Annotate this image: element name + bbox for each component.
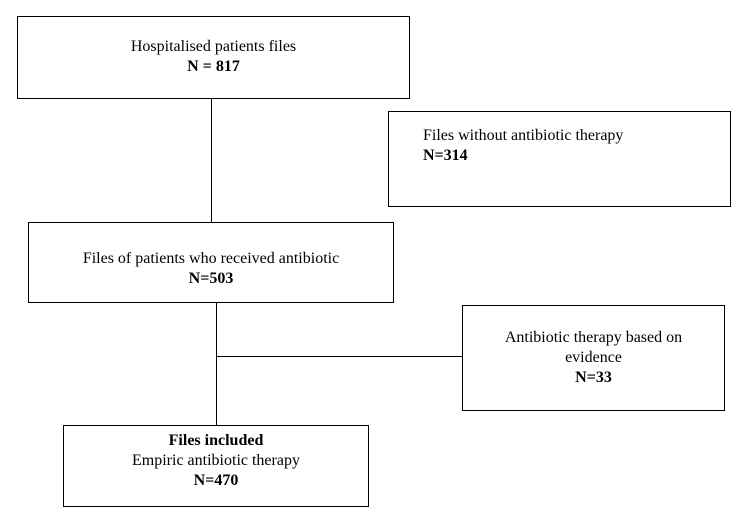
total-files-label: Hospitalised patients files (130, 38, 297, 55)
no-antibiotic-files-box: Files without antibiotic therapy N=314 (388, 111, 731, 207)
received-antibiotic-count: N=503 (188, 270, 234, 287)
included-files-heading: Files included (168, 432, 264, 449)
no-antibiotic-files-count: N=314 (423, 147, 468, 164)
total-files-count: N = 817 (187, 58, 240, 75)
evidence-based-label-line1: Antibiotic therapy based on (504, 329, 683, 346)
included-files-box: Files included Empiric antibiotic therap… (63, 425, 369, 507)
no-antibiotic-files-label: Files without antibiotic therapy (423, 127, 624, 144)
received-antibiotic-box: Files of patients who received antibioti… (28, 222, 394, 303)
evidence-based-therapy-box: Antibiotic therapy based on evidence N=3… (462, 305, 725, 411)
evidence-based-count: N=33 (575, 369, 612, 386)
included-files-label: Empiric antibiotic therapy (132, 452, 300, 469)
connector-antibiotic-to-included (216, 303, 217, 425)
total-files-box: Hospitalised patients files N = 817 (17, 16, 410, 99)
included-files-count: N=470 (193, 472, 239, 489)
connector-total-to-antibiotic (211, 99, 212, 222)
received-antibiotic-label: Files of patients who received antibioti… (82, 250, 340, 267)
evidence-based-label-line2: evidence (565, 349, 622, 366)
connector-to-evidence-branch (216, 356, 462, 357)
